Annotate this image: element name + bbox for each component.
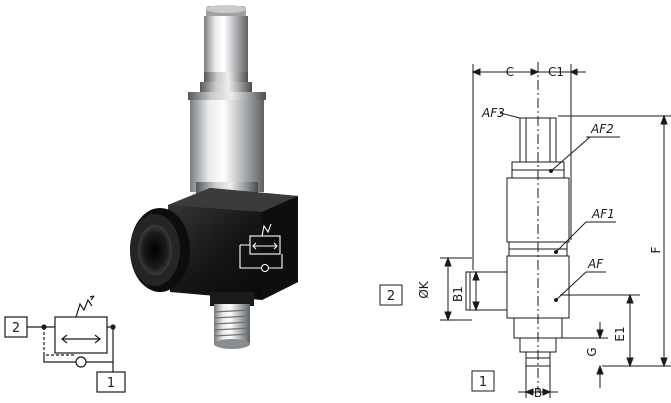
symbol-check-ball xyxy=(75,356,87,368)
dim-af1-label: AF1 xyxy=(591,207,615,221)
dim-g-label: G xyxy=(585,347,599,356)
drawing-outlet-thread xyxy=(525,351,551,367)
pneumatic-symbol xyxy=(4,295,126,393)
symbol-port-1-box xyxy=(96,371,126,393)
dim-f-label: F xyxy=(649,246,663,253)
valve-photo xyxy=(130,5,298,349)
symbol-valve-box xyxy=(54,316,108,354)
symbol-spring xyxy=(75,298,93,318)
drawing-port-2-box xyxy=(379,284,403,306)
drawing-port-1-label: 1 xyxy=(479,375,487,390)
valve-barrel xyxy=(190,92,264,192)
drawing-port-2-label: 2 xyxy=(387,289,395,304)
technical-drawing xyxy=(379,62,671,398)
valve-adjust-knob xyxy=(204,16,248,80)
dim-b1-label: B1 xyxy=(451,286,465,302)
dim-c1-label: C1 xyxy=(548,65,564,79)
symbol-port-1-label: 1 xyxy=(107,376,115,391)
dim-ok-label: ØK xyxy=(417,280,431,298)
drawing-port-1-box xyxy=(471,370,495,392)
drawing-inlet xyxy=(465,271,508,311)
dim-b-label: B xyxy=(534,386,542,400)
dim-af2-label: AF2 xyxy=(590,122,614,136)
dim-af-label: AF xyxy=(587,257,604,271)
valve-printed-symbol xyxy=(239,223,283,273)
dim-c-label: C xyxy=(506,65,514,79)
symbol-port-2-label: 2 xyxy=(12,321,20,336)
dim-e1-label: E1 xyxy=(613,326,627,341)
dim-af3-label: AF3 xyxy=(481,106,505,120)
